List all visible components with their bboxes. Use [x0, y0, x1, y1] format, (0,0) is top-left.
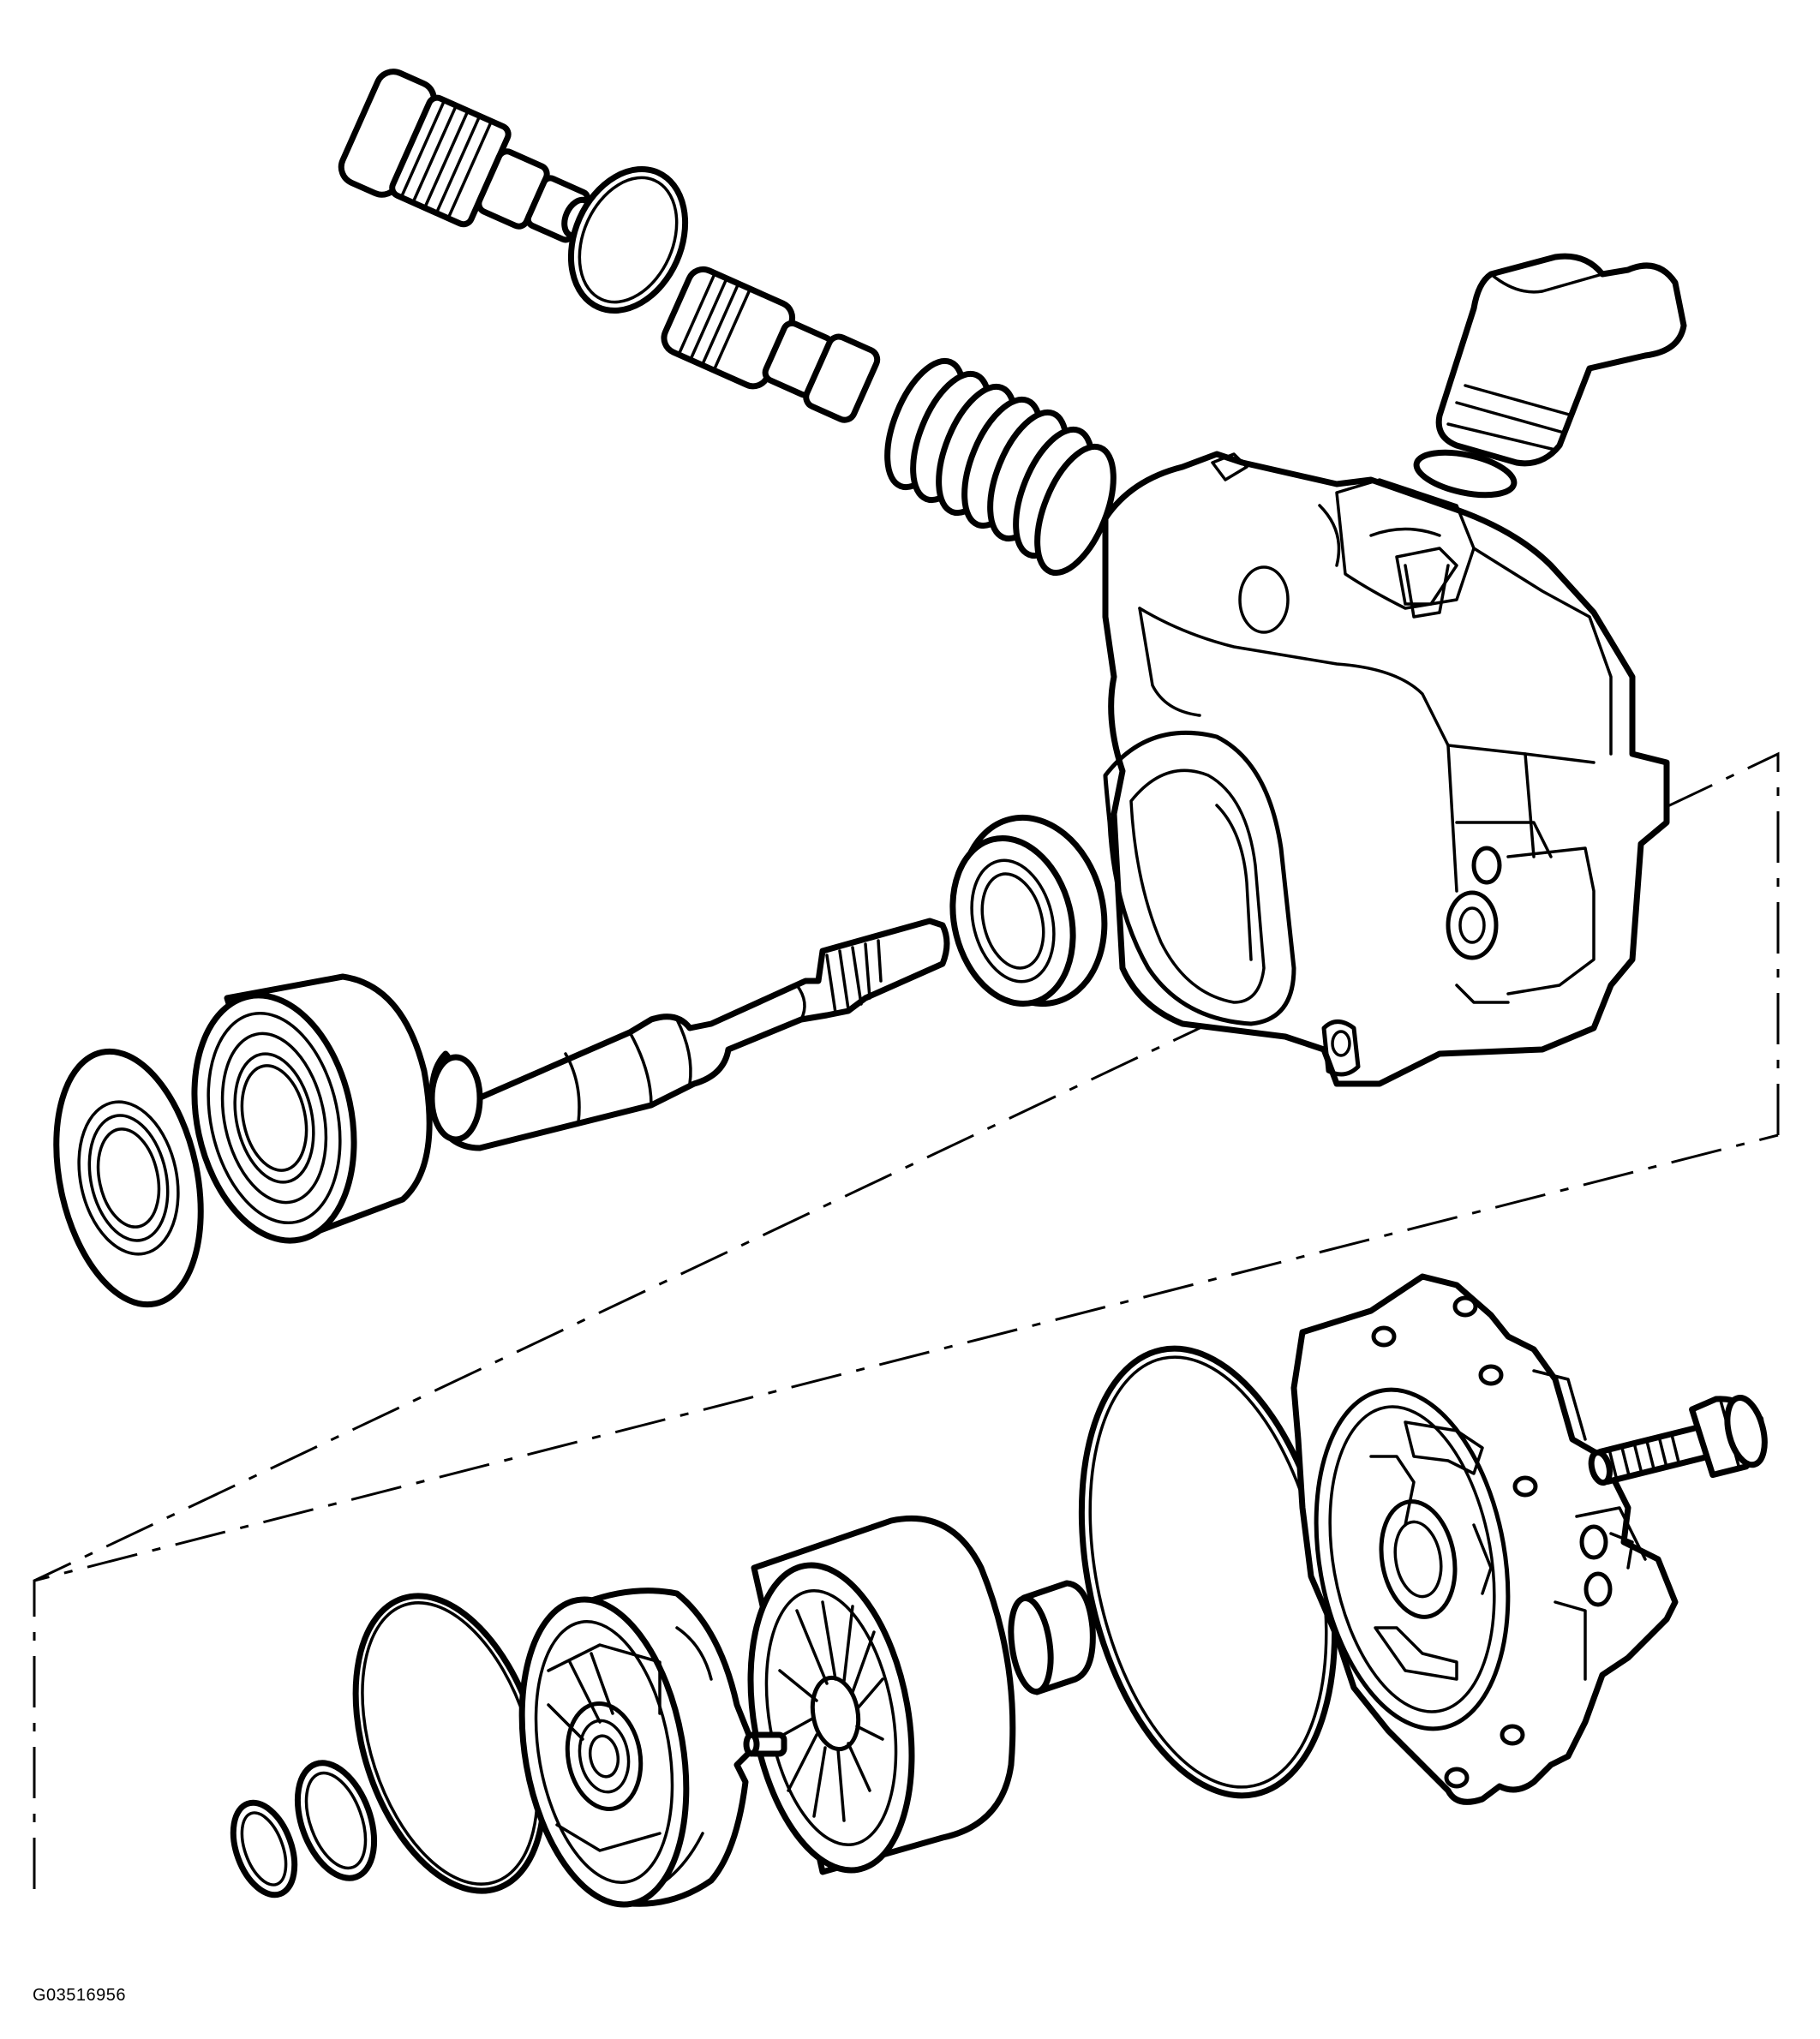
pressure-hose-fitting-icon	[1435, 253, 1687, 467]
o-ring-icon	[567, 165, 689, 314]
bolt-icon	[1588, 1395, 1768, 1486]
bearing-icon	[191, 973, 433, 1244]
flow-control-valve-icon	[661, 266, 881, 423]
o-ring-icon	[1413, 449, 1518, 499]
retaining-ring-icon	[53, 1048, 204, 1308]
end-cover-icon	[1290, 1273, 1679, 1805]
dowel-pin-icon	[743, 1731, 787, 1757]
dowel-pin-icon	[1008, 1580, 1096, 1695]
drive-shaft-icon	[428, 918, 950, 1151]
pressure-plate-icon	[518, 1588, 757, 1908]
cam-ring-rotor-icon	[747, 1515, 1016, 1875]
pump-housing-icon	[1102, 451, 1670, 1087]
o-ring-icon	[294, 1760, 378, 1881]
spring-icon	[884, 357, 1117, 577]
fitting-plug-icon	[338, 69, 595, 243]
figure-id-label: G03516956	[33, 1986, 127, 2005]
assembly-centerline	[33, 751, 1780, 1889]
o-ring-icon	[230, 1799, 298, 1898]
shaft-seal-icon	[949, 814, 1108, 1008]
